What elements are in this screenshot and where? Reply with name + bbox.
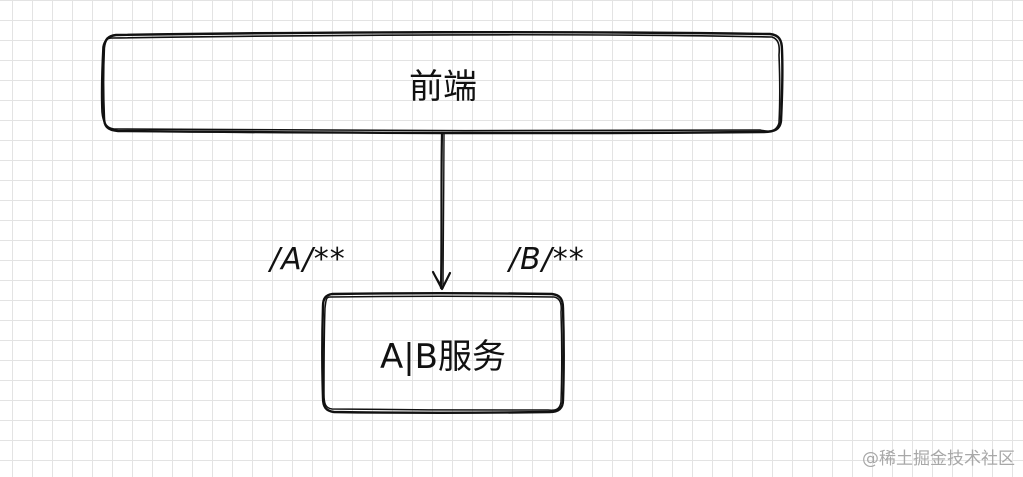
service-box (321, 292, 565, 414)
watermark: @稀土掘金技术社区 (862, 449, 1015, 469)
service-node-label: A|B服务 (379, 336, 507, 377)
frontend-box (100, 30, 784, 135)
frontend-to-service-arrow (431, 131, 452, 291)
frontend-node-label: 前端 (409, 66, 477, 107)
route-a-label: /A/** (270, 242, 346, 277)
route-b-label: /B/** (509, 242, 585, 277)
